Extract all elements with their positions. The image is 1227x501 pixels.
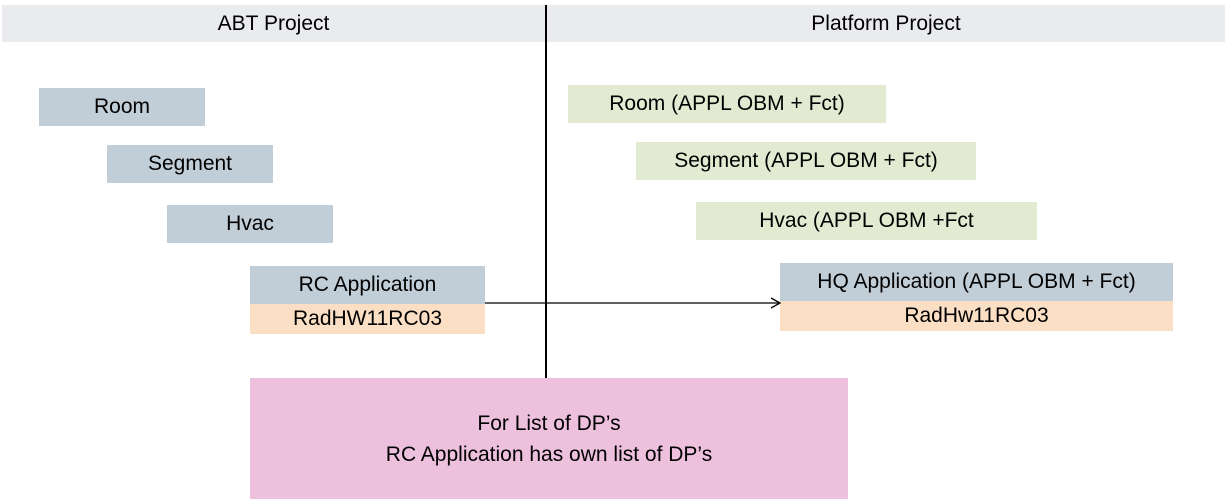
abt-segment-box: Segment xyxy=(107,145,273,183)
platform-hvac-box: Hvac (APPL OBM +Fct xyxy=(696,202,1037,240)
platform-hq-hardware-box: RadHw11RC03 xyxy=(780,301,1173,331)
note-line-1: For List of DP’s xyxy=(477,411,621,435)
platform-segment-box: Segment (APPL OBM + Fct) xyxy=(636,142,976,180)
note-line-2: RC Application has own list of DP’s xyxy=(385,442,713,466)
abt-project-header: ABT Project xyxy=(2,5,545,42)
dp-list-note: For List of DP’s RC Application has own … xyxy=(250,378,848,499)
abt-rc-application-box: RC Application xyxy=(250,266,485,304)
platform-project-header: Platform Project xyxy=(547,5,1225,42)
column-divider xyxy=(545,5,547,378)
abt-rc-hardware-box: RadHW11RC03 xyxy=(250,304,485,334)
abt-room-box: Room xyxy=(39,88,205,126)
platform-hq-application-box: HQ Application (APPL OBM + Fct) xyxy=(780,263,1173,301)
platform-room-box: Room (APPL OBM + Fct) xyxy=(568,85,886,123)
abt-hvac-box: Hvac xyxy=(167,205,333,243)
